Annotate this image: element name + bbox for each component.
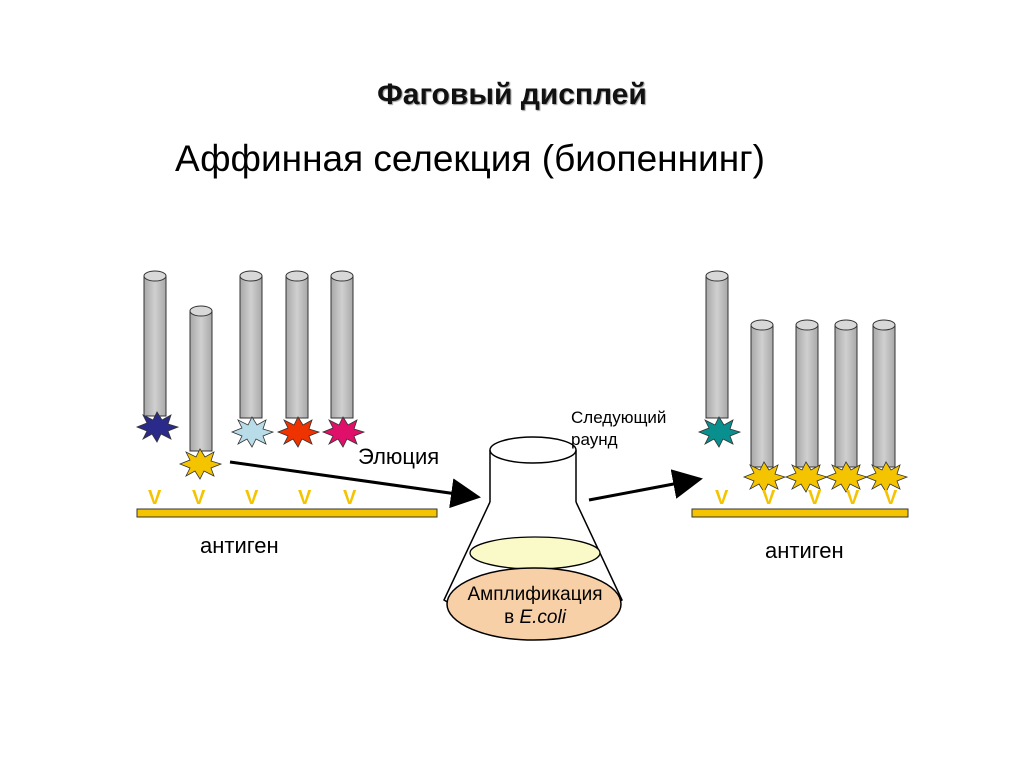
arrow-to-flask	[229, 460, 481, 509]
antigen-label-left: антиген	[200, 533, 279, 558]
phage-rod	[143, 270, 167, 417]
peptide-star	[864, 461, 909, 493]
slide-subtitle: Аффинная селекция (биопеннинг)	[175, 138, 765, 179]
amplification-label: Амплификация в E.coli	[440, 583, 630, 629]
left-phages	[143, 270, 354, 452]
peptide-star	[135, 411, 180, 443]
peptide-star	[178, 448, 223, 480]
antigen-mark: V	[245, 487, 259, 509]
flask	[443, 436, 623, 641]
next-round-line1: Следующий	[571, 408, 667, 427]
antigen-bar-left	[136, 508, 438, 518]
amplification-prefix: в	[504, 607, 520, 628]
antigen-mark: V	[148, 487, 162, 509]
amplification-line1: Амплификация	[467, 584, 603, 605]
peptide-star	[321, 416, 366, 448]
elution-label: Элюция	[358, 444, 440, 469]
antigen-mark: V	[192, 487, 206, 509]
amplification-line2: в E.coli	[440, 606, 630, 629]
next-round-line2: раунд	[571, 430, 618, 449]
phage-rod	[189, 305, 213, 452]
phage-rod	[239, 270, 263, 419]
antigen-mark: V	[846, 487, 860, 509]
antigen-label-right: антиген	[765, 538, 844, 563]
flask-liquid	[469, 536, 601, 570]
phage-rod	[705, 270, 729, 419]
phage-rod	[795, 319, 819, 468]
slide-title: Фаговый дисплей	[377, 78, 647, 111]
antigen-bar-right	[691, 508, 909, 518]
antigen-marks-right: V V V V V	[715, 487, 898, 509]
antigen-mark: V	[884, 487, 898, 509]
arrow-from-flask	[588, 469, 703, 502]
phage-rod	[872, 319, 896, 468]
peptide-star	[230, 416, 275, 448]
antigen-marks-left: V V V V V	[148, 487, 357, 509]
next-round-label: Следующий раунд	[571, 407, 666, 451]
antigen-mark: V	[343, 487, 357, 509]
antigen-mark: V	[808, 487, 822, 509]
antigen-mark: V	[715, 487, 729, 509]
phage-rod	[285, 270, 309, 419]
phage-rod	[750, 319, 774, 468]
antigen-mark: V	[762, 487, 776, 509]
phage-rod	[330, 270, 354, 419]
right-phages	[705, 270, 896, 468]
antigen-mark: V	[298, 487, 312, 509]
amplification-dish	[446, 567, 622, 641]
amplification-organism: E.coli	[519, 607, 566, 628]
right-peptide-stars	[697, 416, 909, 493]
peptide-star	[276, 416, 321, 448]
phage-rod	[834, 319, 858, 468]
peptide-star	[697, 416, 742, 448]
left-peptide-stars	[135, 411, 366, 480]
